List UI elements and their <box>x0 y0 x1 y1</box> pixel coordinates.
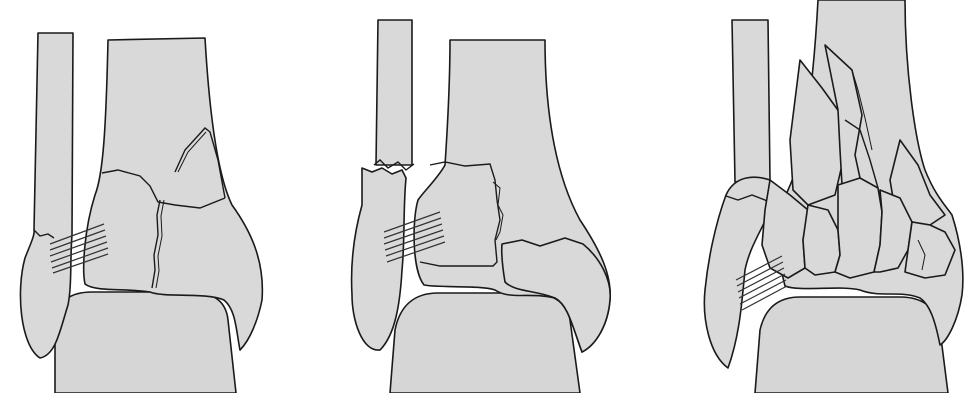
talus-bone <box>390 293 580 393</box>
fibula-shaft <box>732 20 770 182</box>
fibula <box>20 33 73 358</box>
talus-bone <box>755 297 948 393</box>
panel-1 <box>20 33 262 393</box>
panel-2 <box>352 20 611 393</box>
fibula-shaft <box>376 20 412 165</box>
talus-bone <box>55 292 236 393</box>
bone-fragment-center <box>835 178 882 278</box>
panel-3 <box>704 0 962 393</box>
